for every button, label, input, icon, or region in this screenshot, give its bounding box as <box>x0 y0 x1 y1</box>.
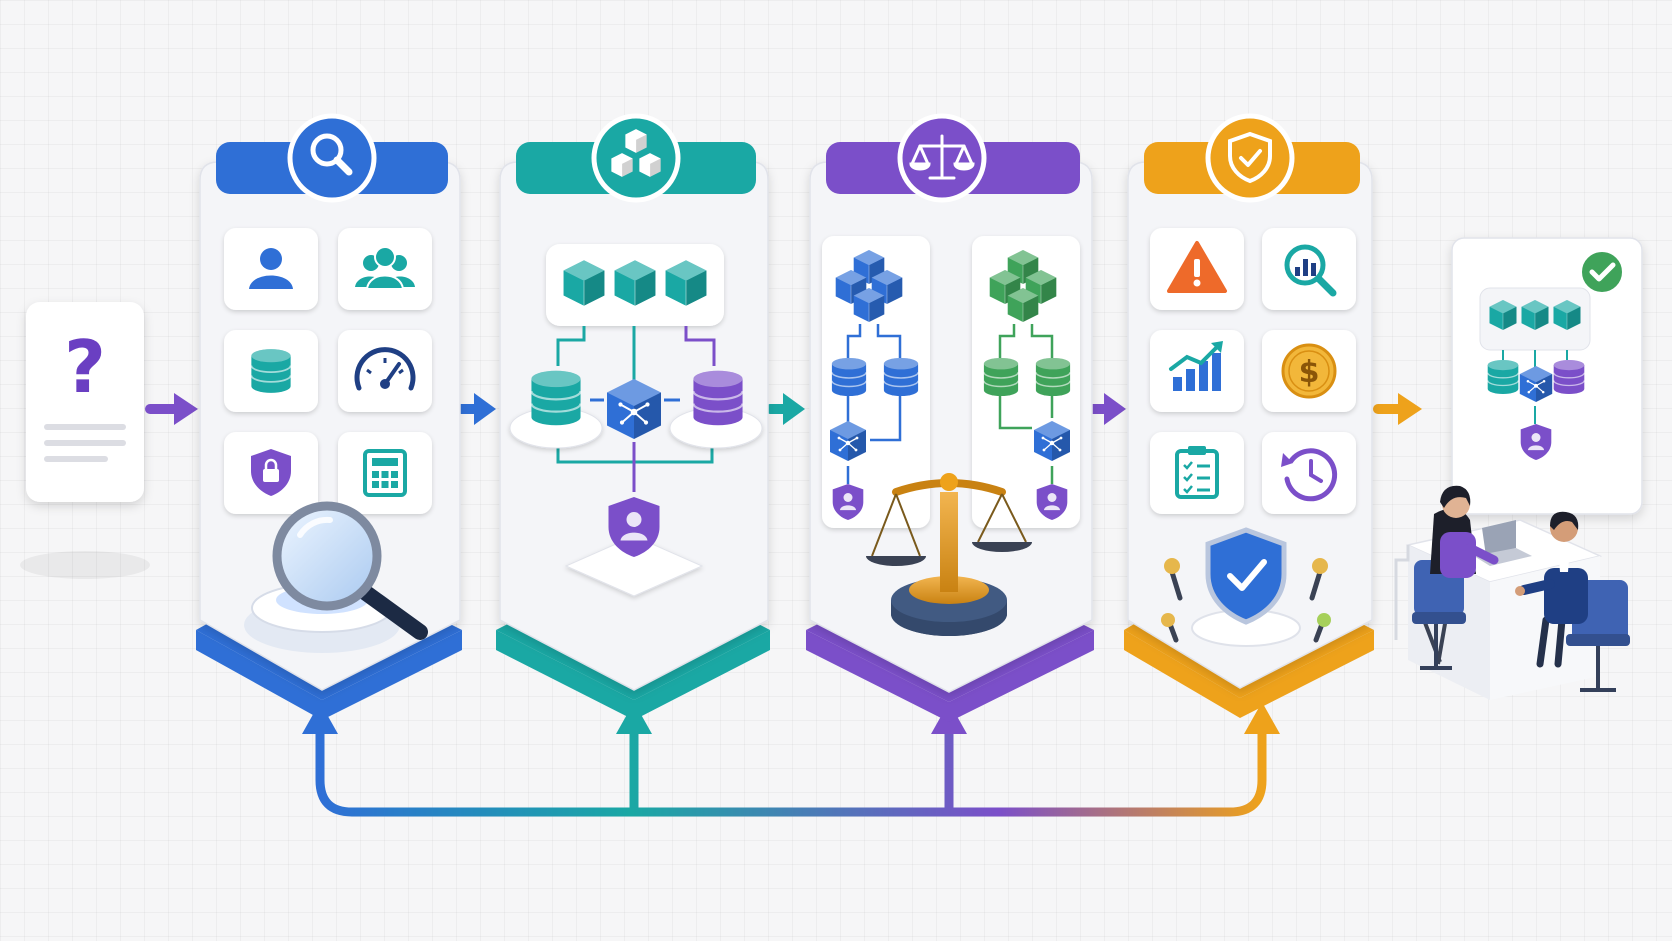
database-icon <box>1035 357 1071 397</box>
stage-design <box>496 113 770 720</box>
database-icon <box>692 369 744 427</box>
scales-icon <box>909 134 975 180</box>
team-at-desk <box>1394 485 1630 700</box>
person-woman <box>1412 485 1499 670</box>
cube-row-icon <box>546 244 724 326</box>
growth-chart-icon <box>1169 341 1223 391</box>
users-icon <box>355 246 415 290</box>
database-icon <box>1487 359 1519 395</box>
feedback-loop <box>302 702 1280 817</box>
magnifying-glass-icon <box>244 501 428 653</box>
flow-arrow-2 <box>456 393 496 425</box>
checklist-icon <box>1175 446 1219 499</box>
question-mark-icon: ? <box>64 325 106 409</box>
flow-arrow-3 <box>765 393 805 425</box>
database-icon <box>530 369 582 427</box>
database-icon <box>983 357 1019 397</box>
database-icon <box>1553 359 1585 395</box>
database-icon <box>250 348 292 394</box>
svg-text:$: $ <box>1299 355 1320 390</box>
stage-analyze <box>196 113 462 720</box>
calculator-icon <box>363 449 407 497</box>
input-question-card: ? <box>20 302 150 579</box>
lock-shield-icon <box>251 449 291 496</box>
stage-validate: $ <box>1124 113 1374 718</box>
database-icon <box>831 357 867 397</box>
user-shield-icon <box>564 497 704 597</box>
warning-icon <box>1167 241 1227 293</box>
outcome-panel <box>1451 237 1643 515</box>
stage-evaluate <box>806 113 1094 722</box>
user-icon <box>249 248 293 289</box>
flow-arrow-4 <box>1086 393 1126 425</box>
magnifier-icon <box>310 133 353 176</box>
history-icon <box>1281 448 1338 502</box>
person-man <box>1515 511 1630 692</box>
shield-check-icon <box>1228 131 1272 184</box>
shield-check-icon <box>1161 527 1331 647</box>
svg-text:?: ? <box>64 325 106 409</box>
chart-search-icon <box>1284 244 1337 297</box>
gauge-icon <box>354 347 416 391</box>
balance-scale-icon <box>866 473 1032 636</box>
check-circle-icon <box>1578 248 1626 296</box>
dollar-icon: $ <box>1281 343 1337 399</box>
feedback-arrow-validate <box>1244 702 1280 734</box>
database-icon <box>883 357 919 397</box>
flow-arrow-1 <box>145 393 198 425</box>
flow-arrow-5 <box>1373 393 1422 425</box>
